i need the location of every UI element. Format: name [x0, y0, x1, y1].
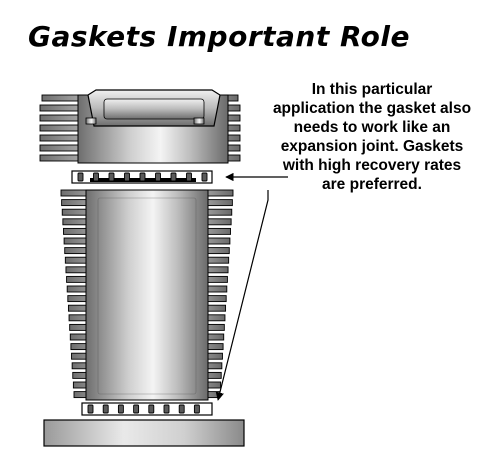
gasket-bead — [155, 172, 161, 182]
gasket-bead — [170, 172, 177, 182]
annotation-line: are preferred. — [322, 176, 422, 193]
gasket-bead — [93, 172, 99, 182]
head-chamber-inner — [103, 98, 205, 120]
gasket-bead — [178, 404, 185, 414]
annotation-line: needs to work like an — [293, 119, 451, 136]
pointer-arrow-to-base-gasket — [215, 190, 269, 401]
annotation-line: expansion joint. Gaskets — [280, 138, 464, 155]
gasket-bead — [87, 404, 94, 414]
gasket-bead — [201, 172, 208, 182]
gasket-bead — [117, 404, 124, 414]
annotation-line: with high recovery rates — [282, 157, 462, 174]
head-seal-left — [85, 117, 97, 125]
gasket-bead — [139, 172, 146, 182]
gasket-bead — [124, 172, 130, 182]
gasket-bead — [108, 172, 115, 182]
crankcase-base-plate — [43, 419, 245, 447]
annotation-line: In this particular — [311, 81, 433, 98]
base-gasket — [81, 402, 213, 416]
gasket-bead — [77, 172, 84, 182]
diagram-title: Gaskets Important Role — [28, 20, 410, 53]
cylinder-barrel-core — [85, 189, 209, 401]
base-gasket-beads — [87, 404, 200, 414]
gasket-bead — [163, 404, 170, 414]
gasket-bead — [133, 404, 140, 414]
head-seal-right — [193, 117, 205, 125]
gasket-bead — [186, 172, 192, 182]
head-gasket-beads — [77, 172, 208, 182]
barrel-bore — [97, 197, 197, 395]
gasket-bead — [102, 404, 109, 414]
gasket-bead — [148, 404, 155, 414]
gasket-bead — [193, 404, 200, 414]
annotation-text: In this particular application the gaske… — [256, 80, 488, 194]
annotation-line: application the gasket also — [272, 100, 472, 117]
